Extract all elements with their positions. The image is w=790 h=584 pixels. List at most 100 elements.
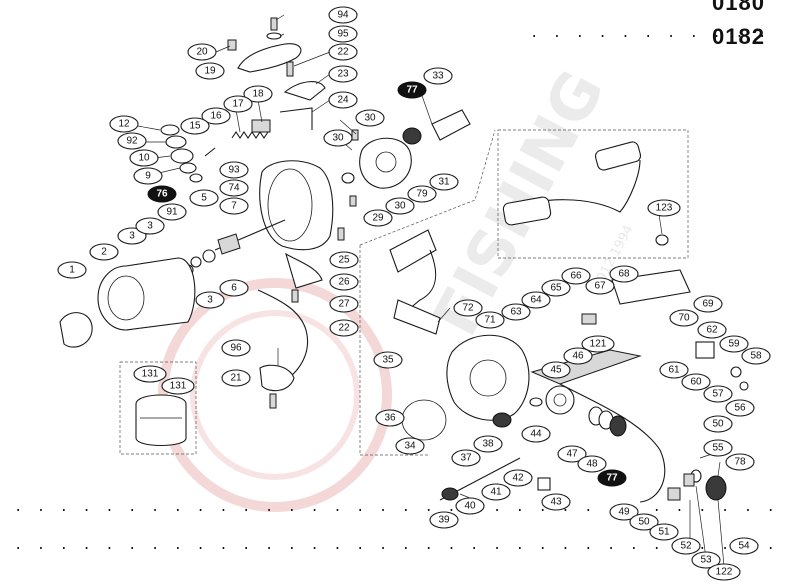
callout-74[interactable]: 74 <box>219 179 249 197</box>
callout-59[interactable]: 59 <box>719 335 749 353</box>
callout-121[interactable]: 121 <box>581 335 615 353</box>
callout-9[interactable]: 9 <box>133 167 163 185</box>
callout-10[interactable]: 10 <box>129 149 159 167</box>
callout-33[interactable]: 33 <box>423 67 453 85</box>
callout-37[interactable]: 37 <box>451 449 481 467</box>
callout-16[interactable]: 16 <box>201 107 231 125</box>
callout-24[interactable]: 24 <box>328 91 358 109</box>
callout-46[interactable]: 46 <box>563 347 593 365</box>
callout-52[interactable]: 52 <box>671 537 701 555</box>
callout-94[interactable]: 94 <box>328 6 358 24</box>
callout-51[interactable]: 51 <box>649 523 679 541</box>
callout-30b[interactable]: 30 <box>385 197 415 215</box>
callout-92[interactable]: 92 <box>117 132 147 150</box>
callout-7[interactable]: 7 <box>219 197 249 215</box>
callout-66[interactable]: 66 <box>561 267 591 285</box>
svg-text:30: 30 <box>394 201 406 212</box>
callout-42[interactable]: 42 <box>503 469 533 487</box>
callout-25[interactable]: 25 <box>329 251 359 269</box>
callout-55[interactable]: 55 <box>703 439 733 457</box>
callout-18[interactable]: 18 <box>243 85 273 103</box>
callout-49[interactable]: 49 <box>609 503 639 521</box>
callout-69[interactable]: 69 <box>693 295 723 313</box>
callout-65[interactable]: 65 <box>541 279 571 297</box>
right-side-parts <box>581 313 749 501</box>
callout-122[interactable]: 122 <box>707 563 741 581</box>
callout-45[interactable]: 45 <box>541 361 571 379</box>
callout-30c[interactable]: 30 <box>323 129 353 147</box>
callout-58[interactable]: 58 <box>741 347 771 365</box>
callout-40[interactable]: 40 <box>455 497 485 515</box>
callout-15[interactable]: 15 <box>180 117 210 135</box>
callout-12[interactable]: 12 <box>109 115 139 133</box>
svg-text:34: 34 <box>404 441 416 452</box>
callout-36[interactable]: 36 <box>375 409 405 427</box>
callout-50b[interactable]: 50 <box>629 513 659 531</box>
callout-41[interactable]: 41 <box>481 483 511 501</box>
callout-76[interactable]: 76 <box>147 185 177 203</box>
callout-60[interactable]: 60 <box>681 373 711 391</box>
callout-21[interactable]: 21 <box>221 369 251 387</box>
callout-35[interactable]: 35 <box>373 351 403 369</box>
callout-77a[interactable]: 77 <box>397 81 427 99</box>
callout-43[interactable]: 43 <box>541 493 571 511</box>
callout-31[interactable]: 31 <box>429 173 459 191</box>
callout-93[interactable]: 93 <box>219 161 249 179</box>
callout-95[interactable]: 95 <box>328 25 358 43</box>
callout-22b[interactable]: 22 <box>329 319 359 337</box>
callout-56[interactable]: 56 <box>725 399 755 417</box>
callout-53[interactable]: 53 <box>691 551 721 569</box>
callout-62[interactable]: 62 <box>697 321 727 339</box>
svg-text:121: 121 <box>590 339 607 350</box>
handle-grip-bottom <box>393 299 441 335</box>
callout-1[interactable]: 1 <box>57 261 87 279</box>
callout-68[interactable]: 68 <box>609 265 639 283</box>
svg-text:3: 3 <box>129 231 135 242</box>
callout-123[interactable]: 123 <box>647 199 681 217</box>
callout-17[interactable]: 17 <box>223 95 253 113</box>
callout-131b[interactable]: 131 <box>161 377 195 395</box>
callout-67[interactable]: 67 <box>585 277 615 295</box>
callout-22a[interactable]: 22 <box>328 43 358 61</box>
svg-text:76: 76 <box>156 189 168 200</box>
svg-text:91: 91 <box>166 207 178 218</box>
callout-72[interactable]: 72 <box>453 299 483 317</box>
callout-63[interactable]: 63 <box>501 303 531 321</box>
svg-text:35: 35 <box>382 355 394 366</box>
callout-47[interactable]: 47 <box>557 445 587 463</box>
svg-text:42: 42 <box>512 473 524 484</box>
callout-3[interactable]: 3 <box>117 227 147 245</box>
callout-5[interactable]: 5 <box>189 189 219 207</box>
callout-78[interactable]: 78 <box>725 453 755 471</box>
callout-29[interactable]: 29 <box>363 209 393 227</box>
callout-26[interactable]: 26 <box>329 273 359 291</box>
callout-6[interactable]: 6 <box>219 279 249 297</box>
callout-23[interactable]: 23 <box>328 65 358 83</box>
callout-20[interactable]: 20 <box>187 43 217 61</box>
callout-96[interactable]: 96 <box>221 339 251 357</box>
knob-part-78 <box>705 475 727 501</box>
callout-77b[interactable]: 77 <box>597 469 627 487</box>
callout-61[interactable]: 61 <box>659 361 689 379</box>
callout-48[interactable]: 48 <box>577 455 607 473</box>
callout-3b[interactable]: 3 <box>135 217 165 235</box>
svg-text:77: 77 <box>406 85 418 96</box>
callout-50a[interactable]: 50 <box>703 415 733 433</box>
callout-70[interactable]: 70 <box>669 309 699 327</box>
callout-64[interactable]: 64 <box>521 291 551 309</box>
callout-44[interactable]: 44 <box>521 425 551 443</box>
callout-131a[interactable]: 131 <box>133 365 167 383</box>
callout-57[interactable]: 57 <box>703 385 733 403</box>
callout-54[interactable]: 54 <box>729 537 759 555</box>
callout-2[interactable]: 2 <box>89 243 119 261</box>
callout-71[interactable]: 71 <box>475 311 505 329</box>
callout-91[interactable]: 91 <box>157 203 187 221</box>
callout-30a[interactable]: 30 <box>355 109 385 127</box>
callout-34[interactable]: 34 <box>395 437 425 455</box>
callout-27[interactable]: 27 <box>329 295 359 313</box>
callout-38[interactable]: 38 <box>473 435 503 453</box>
callout-3c[interactable]: 3 <box>195 291 225 309</box>
callout-19[interactable]: 19 <box>195 62 225 80</box>
callout-39[interactable]: 39 <box>429 511 459 529</box>
callout-79[interactable]: 79 <box>407 185 437 203</box>
